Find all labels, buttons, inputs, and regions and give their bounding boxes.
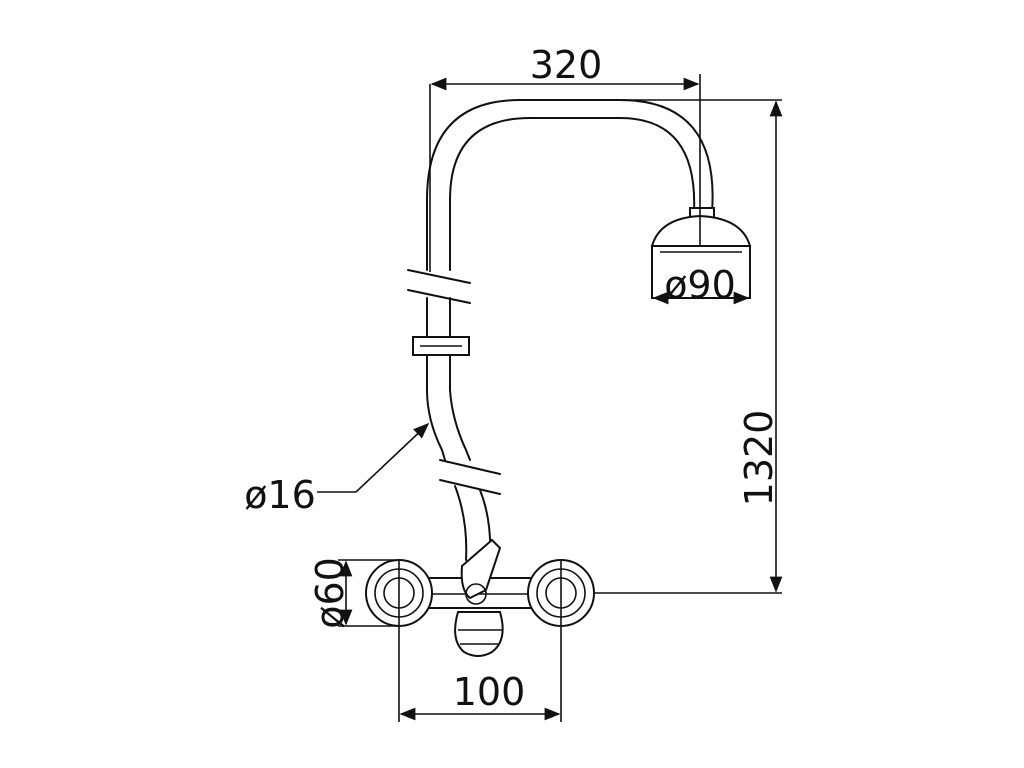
dimension-lines xyxy=(317,74,783,722)
dim-base-width: 100 xyxy=(453,670,526,714)
dim-pipe-diameter: ø16 xyxy=(244,473,316,517)
dim-head-diameter: ø90 xyxy=(664,263,736,307)
riser-pipe xyxy=(407,99,714,561)
bath-spout xyxy=(454,611,504,657)
dim-top-width: 320 xyxy=(530,43,603,87)
dim-knob-diameter: ø60 xyxy=(308,557,352,629)
dim-height: 1320 xyxy=(737,410,781,507)
mixer-valve xyxy=(365,538,595,657)
